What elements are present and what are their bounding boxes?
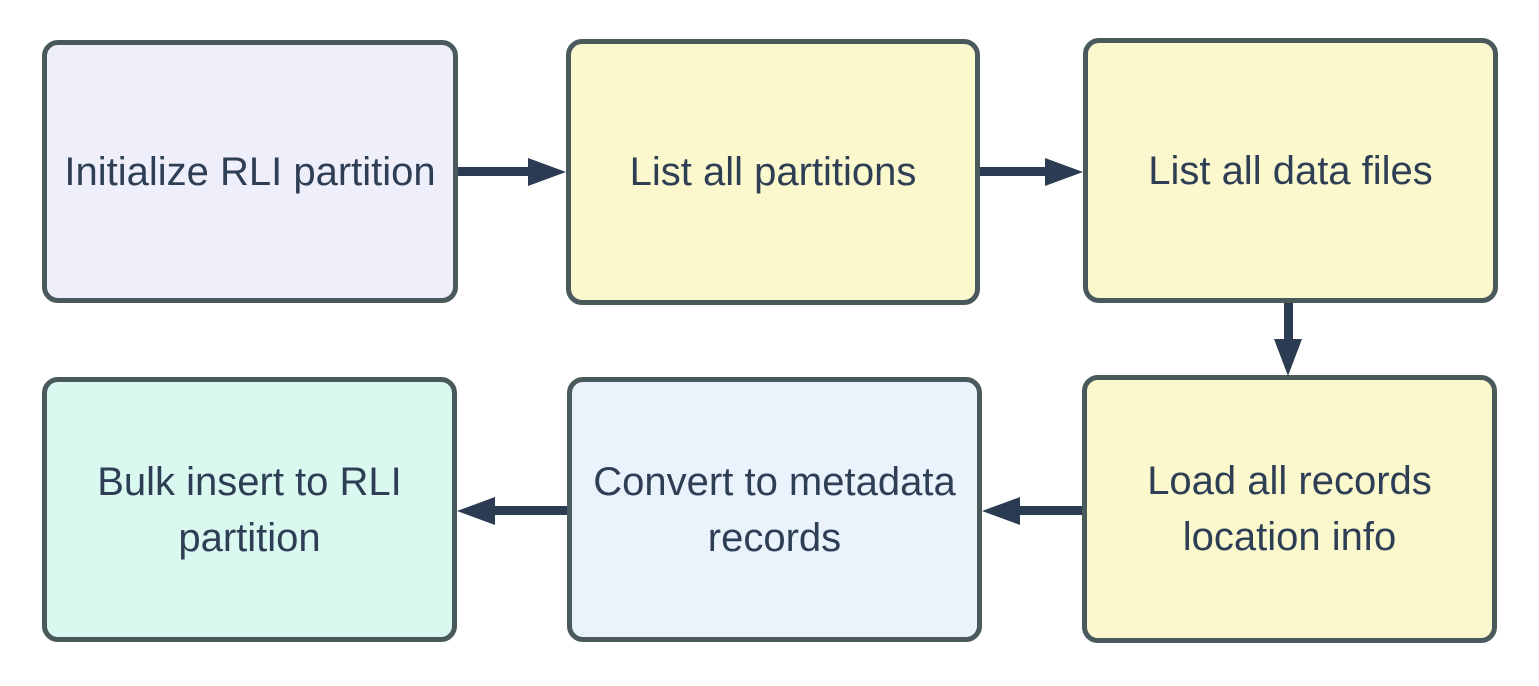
node-label-load-all-records-location-info: Load all records location info <box>1147 459 1432 559</box>
node-bulk-insert-to-rli-partition: Bulk insert to RLI partition <box>42 377 457 642</box>
node-list-all-partitions: List all partitions <box>566 39 980 305</box>
arrow-head-down-icon <box>1274 339 1302 376</box>
node-load-all-records-location-info: Load all records location info <box>1082 375 1497 643</box>
node-label-bulk-insert-to-rli-partition: Bulk insert to RLI partition <box>97 459 402 560</box>
node-list-all-data-files: List all data files <box>1083 38 1498 303</box>
node-initialize-rli-partition: Initialize RLI partition <box>42 40 458 303</box>
arrow-shaft <box>1016 506 1082 515</box>
arrow-shaft <box>980 167 1049 176</box>
arrow-head-left-icon <box>457 497 495 525</box>
arrow-shaft <box>1284 303 1293 341</box>
node-label-list-all-partitions: List all partitions <box>629 150 917 194</box>
arrow-head-left-icon <box>982 497 1020 525</box>
arrow-shaft <box>491 506 567 515</box>
node-label-initialize-rli-partition: Initialize RLI partition <box>64 149 436 194</box>
node-label-list-all-data-files: List all data files <box>1148 148 1433 193</box>
arrow-head-right-icon <box>528 158 566 186</box>
node-label-convert-to-metadata-records: Convert to metadata records <box>593 459 956 560</box>
arrow-head-right-icon <box>1045 158 1083 186</box>
arrow-shaft <box>458 167 532 176</box>
node-convert-to-metadata-records: Convert to metadata records <box>567 377 982 642</box>
